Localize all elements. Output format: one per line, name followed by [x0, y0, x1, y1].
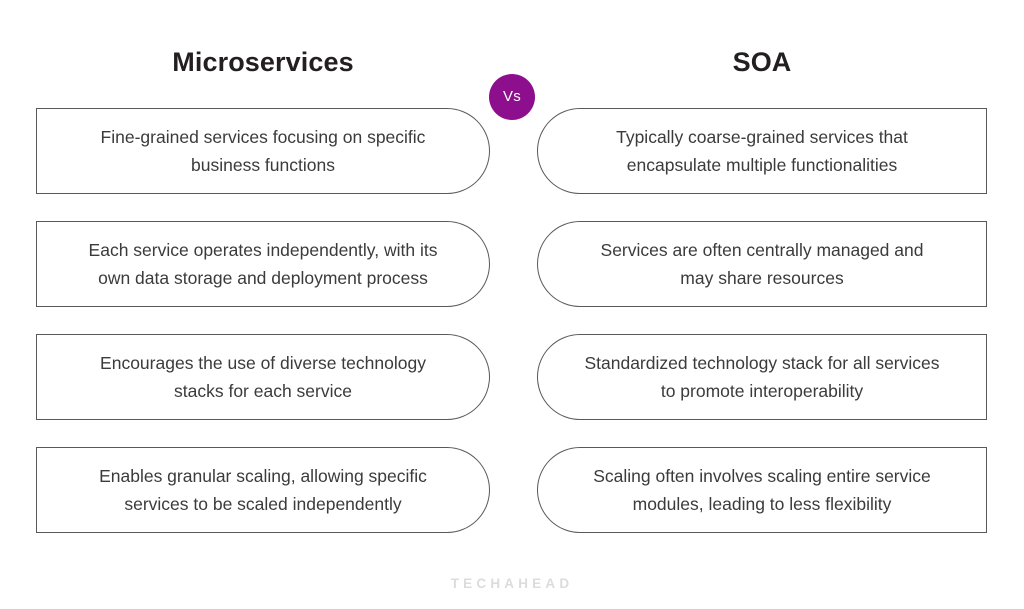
microservices-card: Fine-grained services focusing on specif…: [36, 108, 490, 194]
card-text: Enables granular scaling, allowing speci…: [99, 465, 427, 514]
comparison-row: Fine-grained services focusing on specif…: [0, 108, 1024, 194]
comparison-row: Each service operates independently, wit…: [0, 221, 1024, 307]
card-text: Typically coarse-grained services that e…: [616, 126, 908, 175]
card-text: Fine-grained services focusing on specif…: [100, 126, 426, 175]
microservices-card: Encourages the use of diverse technology…: [36, 334, 490, 420]
card-text: Scaling often involves scaling entire se…: [593, 465, 931, 514]
techahead-watermark: TECHAHEAD: [450, 576, 574, 591]
comparison-row: Encourages the use of diverse technology…: [0, 334, 1024, 420]
microservices-card: Enables granular scaling, allowing speci…: [36, 447, 490, 533]
soa-card: Typically coarse-grained services that e…: [537, 108, 987, 194]
column-title-soa: SOA: [732, 47, 792, 77]
soa-card: Services are often centrally managed and…: [537, 221, 987, 307]
microservices-card: Each service operates independently, wit…: [36, 221, 490, 307]
comparison-header: Microservices Vs SOA: [0, 36, 1024, 120]
card-text: Encourages the use of diverse technology…: [100, 352, 426, 401]
versus-badge: Vs: [489, 74, 535, 120]
card-text: Services are often centrally managed and…: [600, 239, 924, 288]
comparison-rows: Fine-grained services focusing on specif…: [0, 108, 1024, 533]
soa-card: Standardized technology stack for all se…: [537, 334, 987, 420]
soa-card: Scaling often involves scaling entire se…: [537, 447, 987, 533]
card-text: Standardized technology stack for all se…: [584, 352, 940, 401]
card-text: Each service operates independently, wit…: [88, 239, 438, 288]
comparison-row: Enables granular scaling, allowing speci…: [0, 447, 1024, 533]
column-title-microservices: Microservices: [172, 47, 354, 77]
